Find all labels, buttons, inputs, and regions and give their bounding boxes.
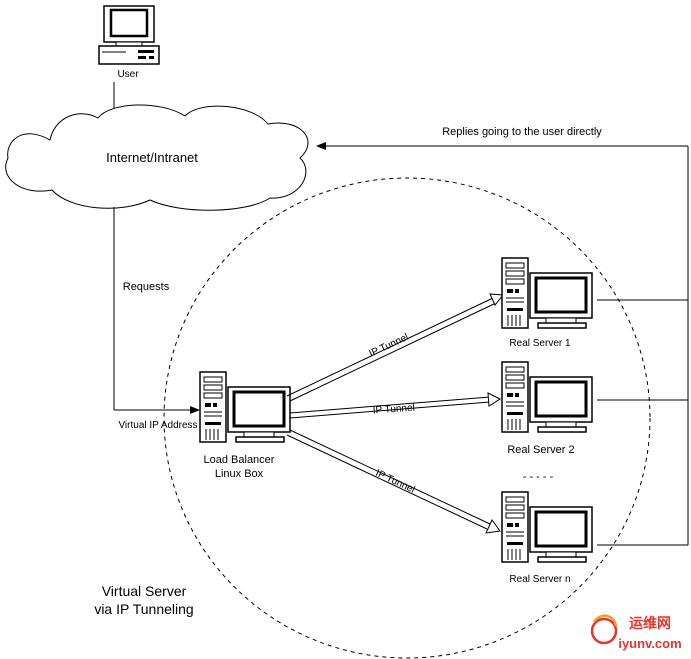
real-server-n-label: Real Server n bbox=[509, 574, 570, 585]
requests-arrowhead bbox=[190, 406, 200, 414]
real-server-1-icon bbox=[500, 256, 594, 330]
load-balancer-label-line2: Linux Box bbox=[215, 468, 264, 480]
real-server-1-label: Real Server 1 bbox=[509, 338, 571, 349]
watermark-swirl-icon bbox=[590, 617, 618, 645]
internet-cloud bbox=[5, 104, 309, 211]
more-servers-ellipsis: - - - - - bbox=[523, 471, 554, 483]
diagram-title-line2: via IP Tunneling bbox=[94, 601, 193, 617]
ip-tunnel-2 bbox=[289, 392, 502, 419]
user-label: User bbox=[117, 69, 139, 80]
replies-arrowhead bbox=[316, 142, 326, 150]
real-server-2-icon bbox=[500, 360, 594, 434]
real-server-2-label: Real Server 2 bbox=[507, 444, 574, 456]
watermark-logo: 运维网 iyunv.com bbox=[590, 614, 682, 651]
internet-label: Internet/Intranet bbox=[106, 150, 198, 165]
real-server-n-icon bbox=[500, 490, 594, 564]
tunnel-2-label: IP Tunnel bbox=[372, 403, 415, 417]
tunnel-1-label: IP Tunnel bbox=[368, 332, 411, 360]
ip-tunnel-3 bbox=[286, 429, 501, 534]
replies-label: Replies going to the user directly bbox=[442, 126, 602, 138]
virtual-server-boundary bbox=[163, 177, 651, 659]
requests-label: Requests bbox=[123, 281, 170, 293]
load-balancer-label-line1: Load Balancer bbox=[204, 454, 275, 466]
load-balancer-icon bbox=[198, 370, 292, 444]
virtual-ip-label: Virtual IP Address bbox=[118, 420, 197, 431]
watermark-cn-text: 运维网 bbox=[629, 615, 671, 632]
diagram-title-line1: Virtual Server bbox=[102, 583, 187, 599]
watermark-url-text: iyunv.com bbox=[618, 636, 681, 651]
tunnel-3-label: IP Tunnel bbox=[374, 468, 417, 496]
user-computer-icon bbox=[97, 4, 161, 66]
ip-tunnel-1 bbox=[286, 293, 504, 402]
